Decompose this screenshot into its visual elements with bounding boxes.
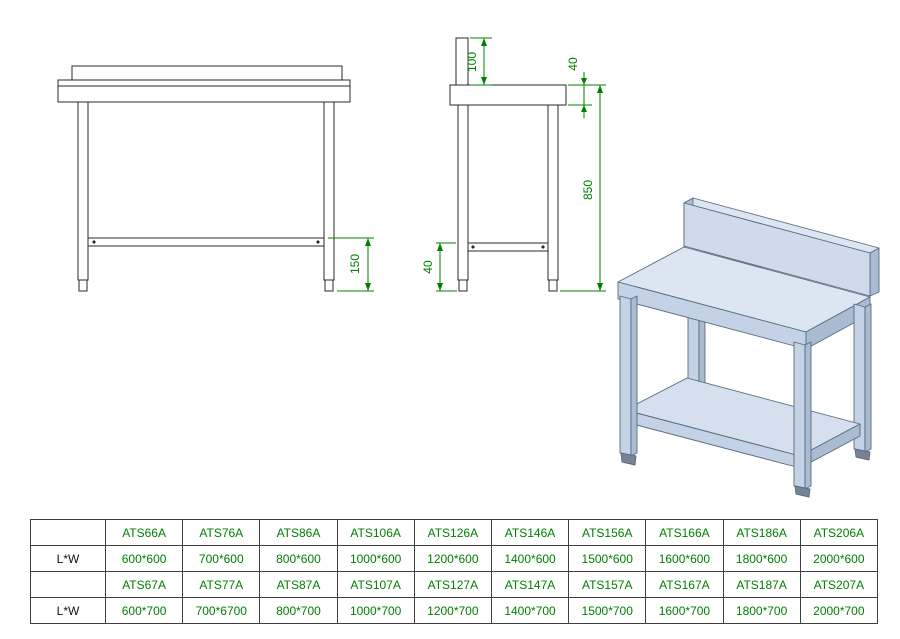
size-cell: 1400*700 [490, 597, 570, 624]
size-cell: 600*700 [104, 597, 184, 624]
iso-foot [854, 448, 871, 461]
model-cell: ATS207A [799, 571, 879, 598]
iso-foot [620, 452, 637, 466]
model-row-700-series: ATS67A ATS77A ATS87A ATS107A ATS127A ATS… [30, 571, 879, 598]
side-view-drawing [449, 37, 567, 292]
model-cell: ATS66A [104, 519, 184, 546]
side-front-leg [547, 104, 559, 281]
model-cell: ATS157A [568, 571, 647, 598]
size-cell: 1200*600 [413, 545, 492, 572]
model-cell: ATS126A [413, 519, 492, 546]
size-row-600-series: L*W 600*600 700*600 800*600 1000*600 120… [30, 545, 879, 572]
size-row-700-series: L*W 600*700 700*6700 800*700 1000*700 12… [30, 597, 879, 624]
dimension-label-100: 100 [465, 52, 479, 72]
size-cell: 2000*700 [799, 597, 879, 624]
size-cell: 1200*700 [413, 597, 492, 624]
size-cell: 800*700 [259, 597, 338, 624]
rail-fixing-dot [316, 240, 320, 244]
side-front-foot [548, 279, 558, 292]
model-cell: ATS67A [104, 571, 184, 598]
side-undershelf-rail [468, 242, 548, 252]
size-cell: 600*600 [104, 545, 184, 572]
model-cell: ATS156A [568, 519, 647, 546]
row-label-cell [30, 571, 106, 598]
model-cell: ATS206A [799, 519, 879, 546]
side-tabletop [449, 84, 567, 106]
model-cell: ATS86A [259, 519, 338, 546]
model-cell: ATS127A [413, 571, 492, 598]
iso-back-right-leg [853, 303, 872, 461]
size-cell: 1500*600 [568, 545, 647, 572]
front-tabletop [57, 79, 351, 103]
model-row-600-series: ATS66A ATS76A ATS86A ATS106A ATS126A ATS… [30, 519, 879, 546]
row-label-cell: L*W [30, 597, 106, 624]
model-cell: ATS147A [490, 571, 570, 598]
size-cell: 1800*600 [722, 545, 801, 572]
size-cell: 1600*700 [645, 597, 724, 624]
front-dimension-150: 150 [328, 237, 374, 292]
size-cell: 1800*700 [722, 597, 801, 624]
dimension-label-40-bottom: 40 [421, 260, 435, 274]
iso-front-right-leg [793, 341, 812, 498]
rail-fixing-dot [471, 245, 475, 249]
dimension-label-850: 850 [581, 180, 595, 200]
size-cell: 1400*600 [490, 545, 570, 572]
dimension-label-40-top: 40 [566, 57, 580, 71]
model-cell: ATS187A [722, 571, 801, 598]
front-right-leg [323, 101, 335, 281]
row-label-cell: L*W [30, 545, 106, 572]
size-cell: 700*600 [182, 545, 261, 572]
model-cell: ATS77A [182, 571, 261, 598]
dimension-label-150: 150 [348, 254, 362, 274]
model-cell: ATS186A [722, 519, 801, 546]
iso-backsplash [683, 197, 880, 297]
model-cell: ATS76A [182, 519, 261, 546]
iso-undershelf [624, 377, 861, 469]
side-back-leg [457, 104, 469, 281]
model-cell: ATS167A [645, 571, 724, 598]
model-cell: ATS107A [336, 571, 415, 598]
front-view-drawing [57, 65, 351, 292]
side-dimension-40-bottom: 40 [421, 242, 457, 292]
technical-drawings: 150 100 [57, 37, 880, 498]
size-cell: 1500*700 [568, 597, 647, 624]
model-cell: ATS87A [259, 571, 338, 598]
spec-table: ATS66A ATS76A ATS86A ATS106A ATS126A ATS… [30, 519, 879, 624]
model-cell: ATS166A [645, 519, 724, 546]
rail-fixing-dot [92, 240, 96, 244]
side-back-foot [458, 279, 468, 292]
rail-fixing-dot [541, 245, 545, 249]
isometric-render [617, 197, 880, 498]
front-left-leg [77, 101, 89, 281]
iso-front-left-leg [619, 295, 638, 466]
model-cell: ATS146A [490, 519, 570, 546]
size-cell: 1000*600 [336, 545, 415, 572]
front-backsplash [71, 65, 343, 81]
side-dimension-850: 850 [560, 85, 606, 292]
size-cell: 1000*700 [336, 597, 415, 624]
row-label-cell [30, 519, 106, 546]
side-dimension-100: 100 [465, 37, 492, 86]
iso-foot [794, 485, 811, 498]
size-cell: 2000*600 [799, 545, 879, 572]
front-undershelf-rail [88, 237, 324, 247]
front-right-foot [324, 279, 334, 292]
size-cell: 1600*600 [645, 545, 724, 572]
size-cell: 800*600 [259, 545, 338, 572]
front-left-foot [78, 279, 88, 292]
size-cell: 700*6700 [182, 597, 261, 624]
model-cell: ATS106A [336, 519, 415, 546]
